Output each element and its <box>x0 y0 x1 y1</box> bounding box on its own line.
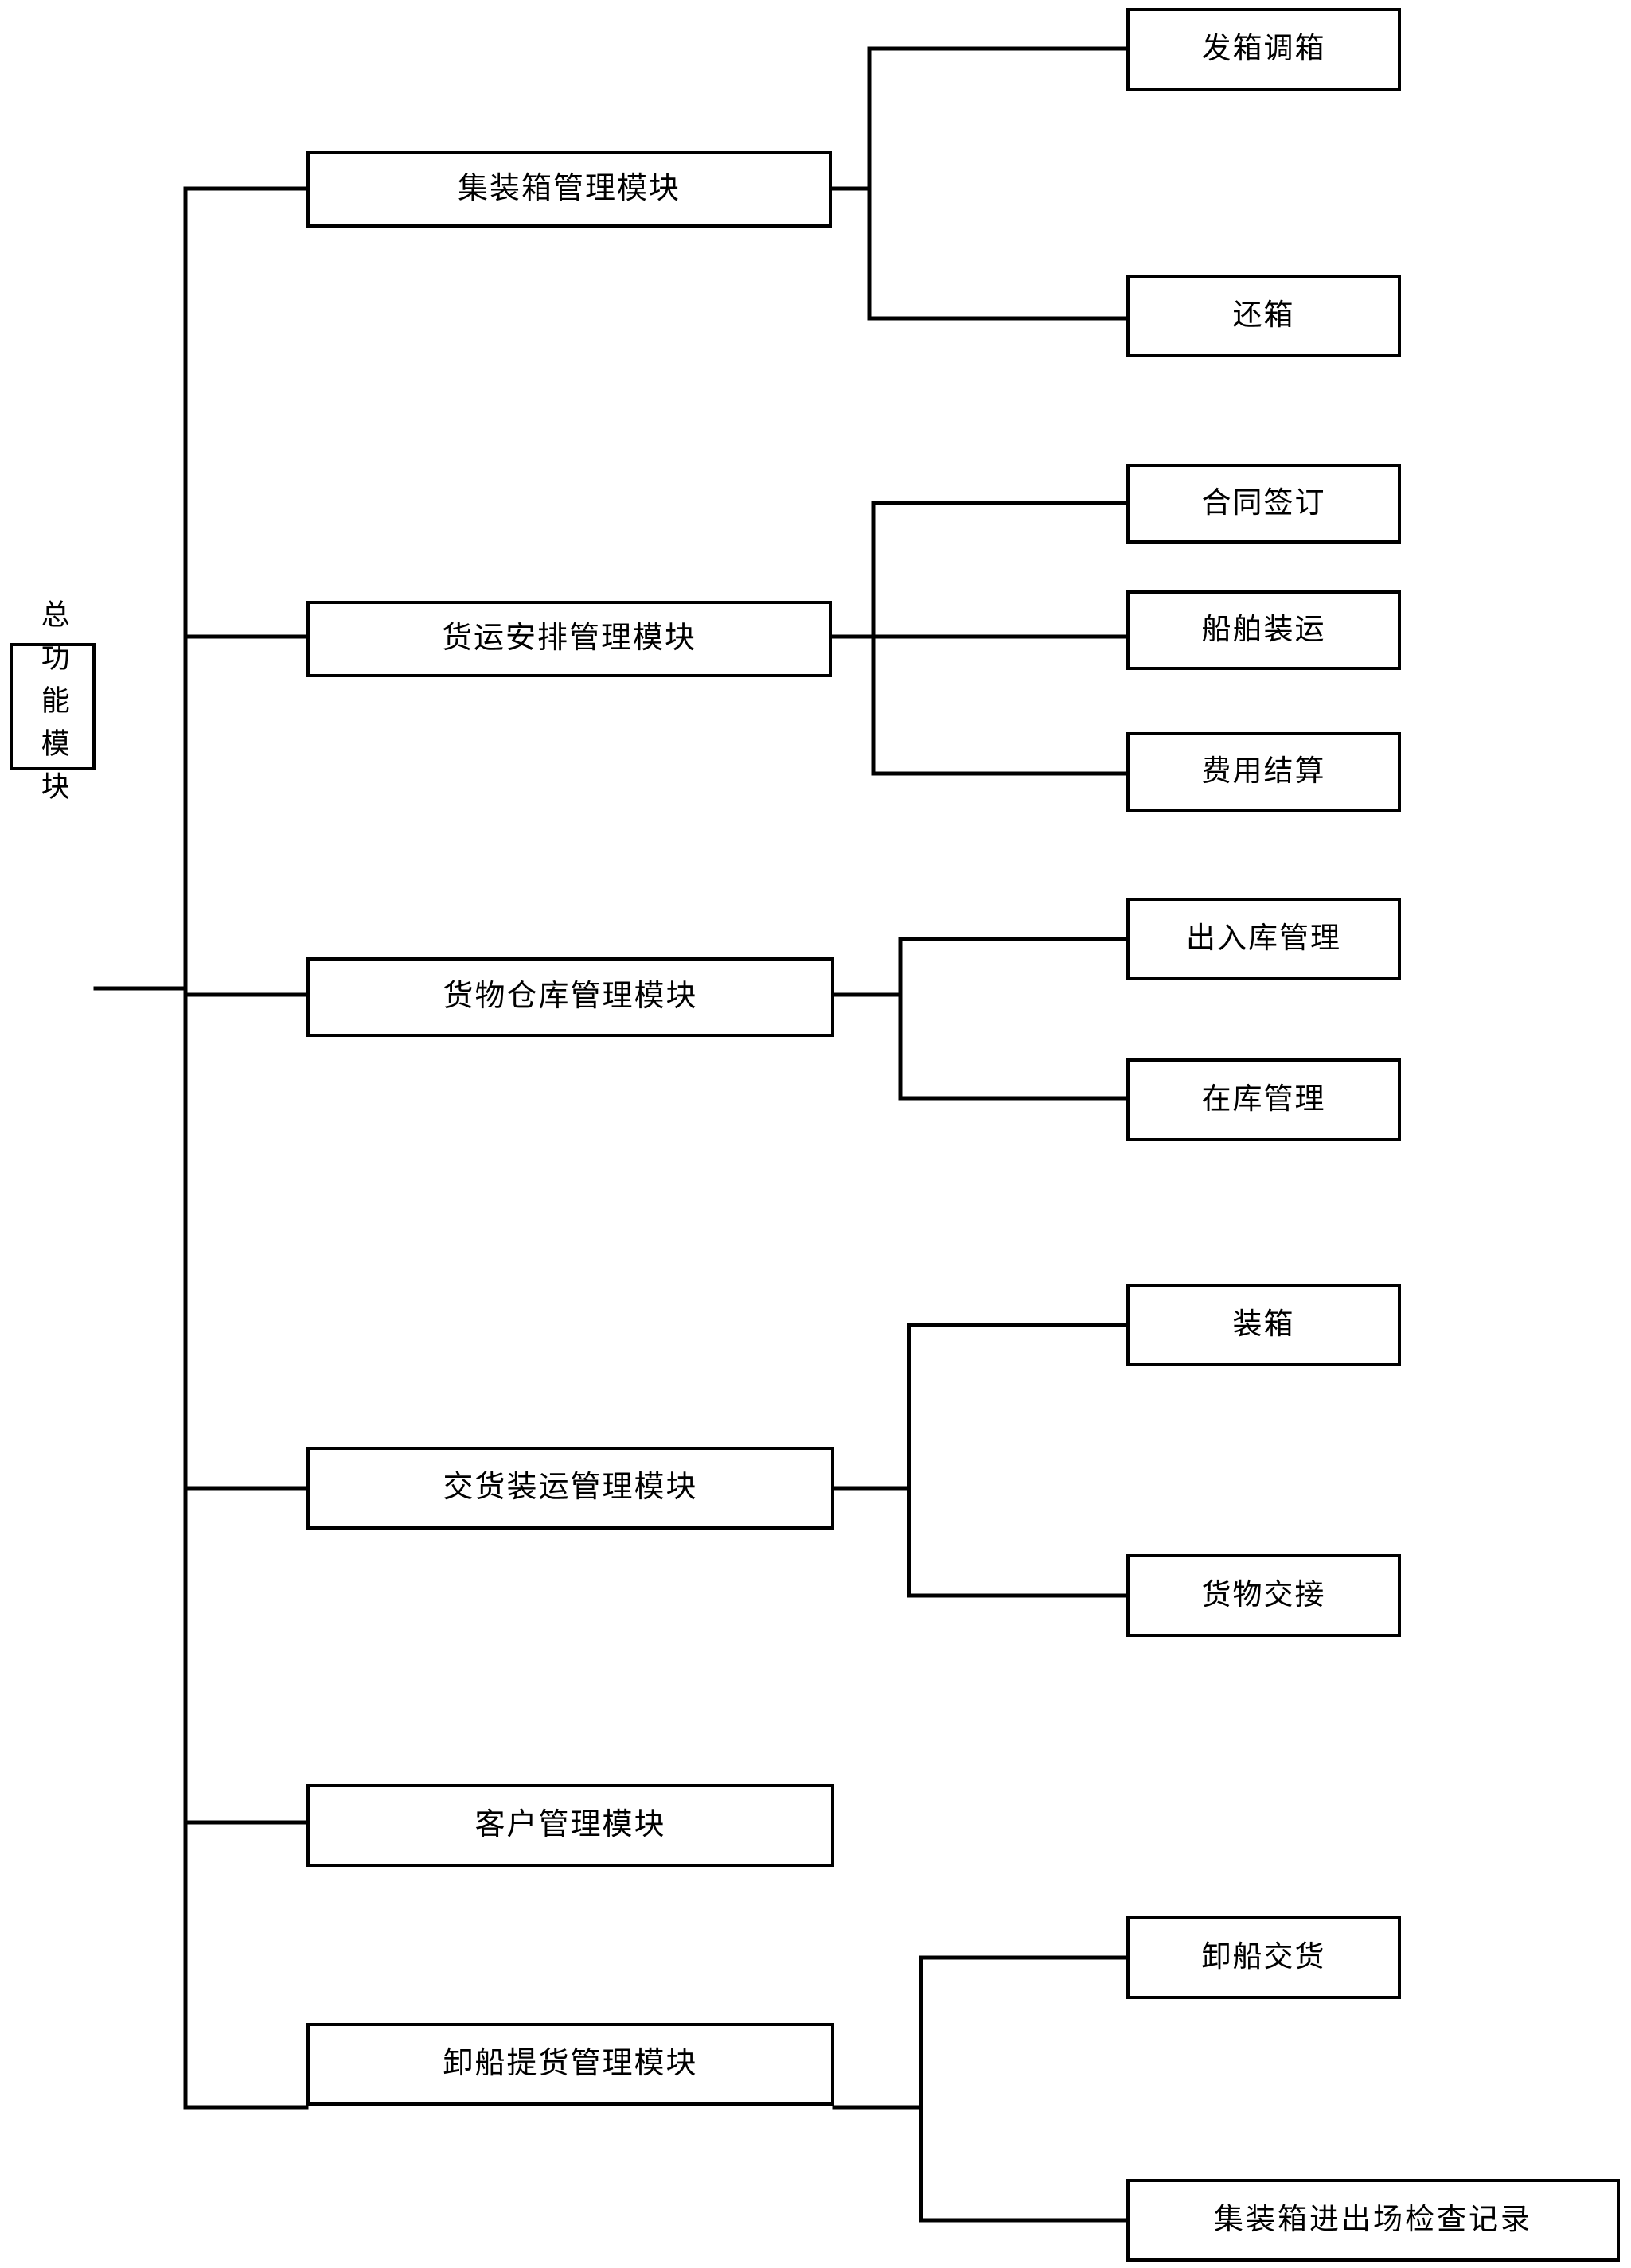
leaf-label-container-gate-inspection-record: 集装箱进出场检查记录 <box>1214 2203 1532 2236</box>
leaf-box-in-stock-management[interactable]: 在库管理 <box>1126 1058 1401 1141</box>
module-label-cargo-warehouse: 货物仓库管理模块 <box>443 980 698 1014</box>
leaf-box-inbound-outbound-management[interactable]: 出入库管理 <box>1126 898 1401 980</box>
module-box-freight-arrangement[interactable]: 货运安排管理模块 <box>306 601 832 677</box>
module-label-freight-arrangement: 货运安排管理模块 <box>441 622 696 656</box>
leaf-label-in-stock-management: 在库管理 <box>1201 1082 1326 1116</box>
leaf-box-vessel-loading[interactable]: 船舶装运 <box>1126 590 1401 670</box>
module-label-container-management: 集装箱管理模块 <box>457 172 681 206</box>
leaf-box-issue-and-transfer-container[interactable]: 发箱调箱 <box>1126 8 1401 91</box>
leaf-box-return-container[interactable]: 还箱 <box>1126 275 1401 357</box>
leaf-box-container-gate-inspection-record[interactable]: 集装箱进出场检查记录 <box>1126 2179 1620 2262</box>
leaf-label-unloading-delivery: 卸船交货 <box>1201 1940 1326 1974</box>
module-box-delivery-shipment[interactable]: 交货装运管理模块 <box>306 1447 834 1530</box>
module-label-unloading-pickup: 卸船提货管理模块 <box>443 2047 698 2081</box>
leaf-label-return-container: 还箱 <box>1232 298 1295 332</box>
module-label-delivery-shipment: 交货装运管理模块 <box>443 1471 698 1505</box>
leaf-box-stuffing[interactable]: 装箱 <box>1126 1284 1401 1366</box>
root-node-total-function-module[interactable]: 总功能模块 <box>10 599 96 814</box>
module-box-unloading-pickup[interactable]: 卸船提货管理模块 <box>306 2023 834 2106</box>
leaf-label-inbound-outbound-management: 出入库管理 <box>1186 922 1341 955</box>
leaf-box-cargo-handover[interactable]: 货物交接 <box>1126 1554 1401 1637</box>
leaf-box-contract-signing[interactable]: 合同签订 <box>1126 464 1401 544</box>
leaf-label-stuffing: 装箱 <box>1232 1307 1295 1341</box>
leaf-label-issue-and-transfer-container: 发箱调箱 <box>1201 32 1326 65</box>
leaf-label-fee-settlement: 费用结算 <box>1201 754 1326 788</box>
root-node-label: 总功能模块 <box>37 599 69 814</box>
leaf-label-cargo-handover: 货物交接 <box>1201 1578 1326 1611</box>
leaf-box-unloading-delivery[interactable]: 卸船交货 <box>1126 1916 1401 1999</box>
leaf-label-vessel-loading: 船舶装运 <box>1201 613 1326 646</box>
module-box-cargo-warehouse[interactable]: 货物仓库管理模块 <box>306 957 834 1037</box>
module-label-customer-management: 客户管理模块 <box>474 1808 666 1842</box>
module-box-customer-management[interactable]: 客户管理模块 <box>306 1784 834 1867</box>
module-box-container-management[interactable]: 集装箱管理模块 <box>306 151 832 228</box>
leaf-box-fee-settlement[interactable]: 费用结算 <box>1126 732 1401 812</box>
leaf-label-contract-signing: 合同签订 <box>1201 486 1326 520</box>
